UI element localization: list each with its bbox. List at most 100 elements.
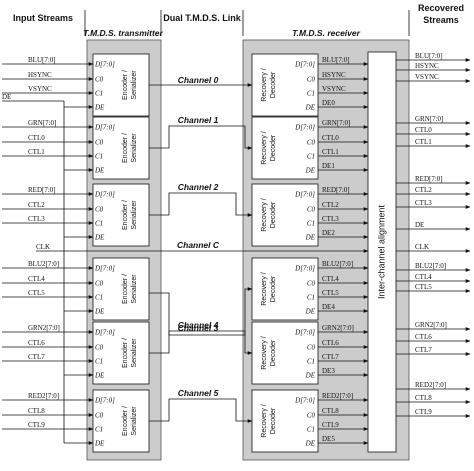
encoder-port-label: C0 [95, 280, 104, 288]
input-signal-label: CTL6 [28, 339, 45, 347]
recovered-signal-label: RED2[7:0] [415, 381, 446, 389]
encoder-port-label: DE [94, 372, 105, 380]
encoder-label: Serializer [131, 274, 138, 304]
encoder-port-label: D[7:0] [94, 329, 115, 337]
encoder-port-label: DE [94, 104, 105, 112]
decoder-output-label: GRN[7:0] [322, 119, 350, 127]
decoder-port-label: C1 [307, 90, 315, 98]
recovered-signal-label: CTL9 [415, 408, 432, 416]
input-signal-label: CTL0 [28, 134, 45, 142]
link-lane [149, 398, 253, 423]
decoder-output-label: VSYNC [322, 85, 346, 93]
recovered-signal-label: CTL7 [415, 346, 432, 354]
channel-label: Channel 2 [178, 182, 219, 192]
link-lane [149, 192, 253, 217]
decoder-port-label: C1 [307, 220, 315, 228]
encoder-label: Encoder / [122, 338, 129, 368]
decoder-output-label: HSYNC [322, 71, 346, 79]
encoder-label: Encoder / [122, 274, 129, 304]
encoder-label: Encoder / [122, 200, 129, 230]
decoder-label: Recovery / [261, 272, 268, 306]
decoder-port-label: C0 [307, 412, 316, 420]
channel-label: Channel 4 [178, 320, 219, 330]
recovered-signal-label: CTL0 [415, 126, 432, 134]
decoder-port-label: C0 [307, 206, 316, 214]
decoder-label: Decoder [270, 407, 277, 434]
decoder-output-label: CTL3 [322, 215, 339, 223]
decoder-block [251, 53, 319, 117]
decoder-output-label: CTL2 [322, 201, 339, 209]
encoder-port-label: C1 [95, 90, 103, 98]
clk-input-label: CLK [36, 243, 50, 251]
encoder-port-label: C0 [95, 76, 104, 84]
link-lane [149, 287, 253, 336]
recovered-signal-label: HSYNC [415, 62, 439, 70]
input-signal-label: HSYNC [28, 71, 52, 79]
recovered-signal-label: VSYNC [415, 73, 439, 81]
input-signal-label: CTL4 [28, 275, 45, 283]
decoder-port-label: C1 [307, 153, 315, 161]
decoder-output-label: CTL9 [322, 421, 339, 429]
decoder-port-label: C0 [307, 139, 316, 147]
input-signal-label: CTL2 [28, 201, 45, 209]
decoder-output-label: CTL5 [322, 289, 339, 297]
recovered-clk-label: CLK [415, 243, 429, 251]
encoder-block [92, 116, 150, 180]
encoder-port-label: D[7:0] [94, 61, 115, 69]
decoder-port-label: C0 [307, 344, 316, 352]
decoder-label: Decoder [270, 201, 277, 228]
channel-label: Channel 0 [178, 75, 219, 85]
encoder-port-label: C1 [95, 220, 103, 228]
recovered-signal-label: GRN[7:0] [415, 115, 443, 123]
decoder-label: Decoder [270, 71, 277, 98]
encoder-port-label: D[7:0] [94, 191, 115, 199]
recovered-de-label: DE [415, 221, 424, 229]
input-signal-label: VSYNC [28, 85, 52, 93]
decoder-output-label: RED[7:0] [322, 186, 350, 194]
decoder-output-label: DE4 [322, 303, 335, 311]
channel-label: Channel 3 [178, 323, 219, 333]
receiver-title: T.M.D.S. receiver [292, 28, 361, 38]
link-lane [149, 125, 253, 150]
decoder-label: Recovery / [261, 404, 268, 438]
decoder-label: Decoder [270, 275, 277, 302]
recovered-signal-label: CTL5 [415, 283, 432, 291]
input-signal-label: GRN[7:0] [28, 119, 56, 127]
encoder-port-label: C1 [95, 358, 103, 366]
decoder-output-label: RED2[7:0] [322, 392, 353, 400]
decoder-label: Decoder [270, 134, 277, 161]
recovered-signal-label: RED[7:0] [415, 175, 443, 183]
channel-label: Channel 5 [178, 388, 219, 398]
encoder-label: Encoder / [122, 406, 129, 436]
decoder-output-label: DE3 [322, 367, 335, 375]
decoder-output-label: CTL1 [322, 148, 339, 156]
decoder-port-label: D[7:0] [294, 265, 315, 273]
channel-c-label: Channel C [177, 240, 220, 250]
decoder-port-label: DE [305, 234, 316, 242]
decoder-output-label: CTL8 [322, 407, 339, 415]
decoder-port-label: C0 [307, 76, 316, 84]
decoder-output-label: DE0 [322, 99, 335, 107]
decoder-output-label: BLU[7:0] [322, 56, 350, 64]
decoder-output-label: DE1 [322, 162, 335, 170]
encoder-port-label: D[7:0] [94, 397, 115, 405]
recovered-signal-label: CTL8 [415, 394, 432, 402]
decoder-output-label: CTL6 [322, 339, 339, 347]
encoder-port-label: C1 [95, 294, 103, 302]
inter-channel-alignment-block [367, 51, 397, 453]
decoder-port-label: DE [305, 372, 316, 380]
decoder-block [251, 257, 319, 321]
input-signal-label: RED2[7:0] [28, 392, 59, 400]
decoder-port-label: D[7:0] [294, 61, 315, 69]
input-signal-label: CTL7 [28, 353, 45, 361]
encoder-port-label: C0 [95, 412, 104, 420]
encoder-port-label: D[7:0] [94, 124, 115, 132]
channel-label: Channel 1 [178, 115, 219, 125]
encoder-label: Encoder / [122, 70, 129, 100]
decoder-port-label: C1 [307, 358, 315, 366]
header-recovered-line1: Recovered [418, 3, 464, 13]
inter-channel-alignment-label: Inter-channel alignment [376, 204, 386, 299]
decoder-port-label: D[7:0] [294, 397, 315, 405]
decoder-port-label: C0 [307, 280, 316, 288]
